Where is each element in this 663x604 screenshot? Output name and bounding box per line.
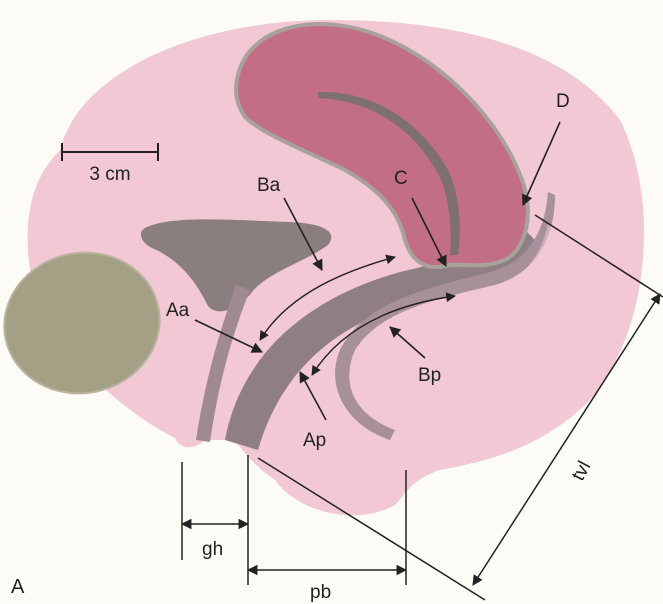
label-Ap: Ap bbox=[303, 430, 326, 451]
label-C: C bbox=[394, 168, 408, 189]
label-pb: pb bbox=[310, 582, 331, 603]
panel-label: A bbox=[11, 576, 25, 598]
label-gh: gh bbox=[202, 539, 223, 560]
scale-label: 3 cm bbox=[89, 164, 130, 185]
label-tvl: tvl bbox=[568, 458, 595, 485]
gh-dimension bbox=[182, 455, 248, 585]
label-D: D bbox=[556, 91, 570, 112]
label-Ba: Ba bbox=[257, 175, 281, 196]
label-Bp: Bp bbox=[418, 365, 441, 386]
label-Aa: Aa bbox=[166, 300, 190, 321]
